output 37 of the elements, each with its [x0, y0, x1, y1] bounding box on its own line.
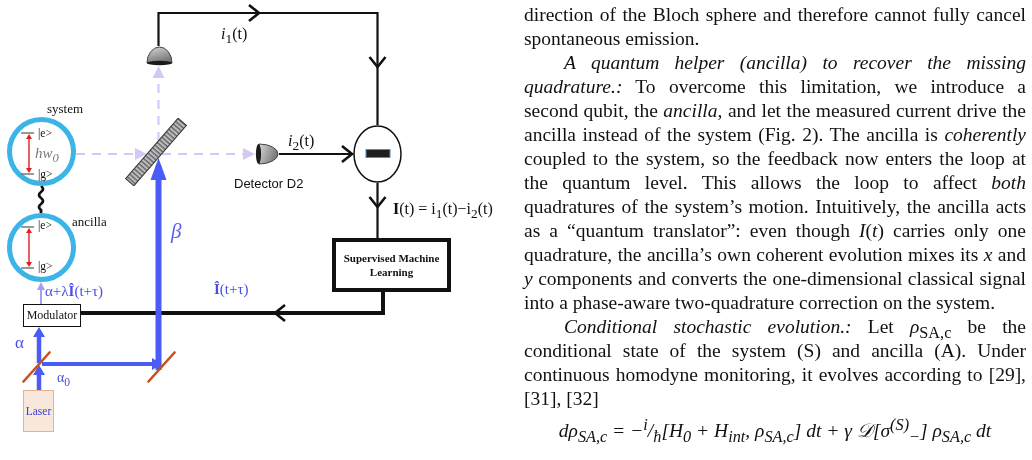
dashed-arrow [162, 148, 255, 160]
state-label: |g> [38, 260, 53, 274]
edge-label: α$_{0}$ [57, 370, 71, 390]
edge-label: I(t) = i$_{1}$(t)−i$_{2}$(t) [393, 199, 493, 223]
beam-arrow [150, 158, 167, 370]
dashed-arrow [76, 148, 147, 160]
node-title: system [47, 101, 84, 117]
detector-icon [255, 143, 279, 165]
energy-label: hw$_{0}$ [35, 144, 59, 166]
edge-label: β [171, 219, 182, 245]
edge-label: α+λÎ(t+τ) [45, 282, 104, 300]
wavy-line [37, 185, 45, 213]
edge-label: i$_{1}$(t) [221, 24, 248, 48]
equation: dρ$_{SA,c}$ = −$^{i}$/$_{ħ}$[H$_{0}$ + H$_{int}$, ρ$_{SA,c}$] dt + γ 𝒟[σ$^{(S)}$$_{−}$] ρ$_{SA,c}$ dt [557, 419, 993, 443]
edge-label: α [15, 333, 24, 354]
state-label: |e> [38, 127, 52, 141]
arrow [279, 145, 355, 163]
beam-arrow [33, 327, 45, 363]
detector-icon [146, 46, 173, 66]
arrow [37, 282, 45, 305]
paragraph: direction of the Bloch sphere and therefore cannot fully cancel spontaneous emission. [524, 3, 1026, 51]
beam-arrow [33, 365, 45, 390]
laser-box: Laser [23, 390, 54, 432]
paragraph: A quantum helper (ancilla) to recover the missing quadrature.: To overcome this limitation, we introduce a second qubit, the ancilla, and let the measured current drive the ancilla instead of the system (Fig. 2). The ancilla is coherently coupled to the system, so the feedback now enters the loop at the quantum level. This allows the loop to affect both quadratures of the system’s motion. Intuitively, the ancilla acts as a “quantum translator”: even though I(t) carries only one quadrature, the ancilla’s own coherent evolution mixes its x and y components and converts the one-dimensional classical signal into a phase-aware two-quadrature correction on the system. [524, 51, 1026, 315]
state-label: |e> [38, 219, 52, 233]
edge-label: Î(t+τ) [214, 280, 249, 298]
mirror-icon [147, 351, 176, 383]
edge-label: i$_{2}$(t) [288, 131, 315, 155]
subtractor-circle [353, 125, 402, 183]
dashed-arrow [152, 66, 165, 141]
process-box: Supervised Machine Learning [332, 238, 451, 292]
paragraph: Conditional stochastic evolution.: Let ρ$_{SA,c}$ be the conditional state of the system (S) and ancilla (A). Under continuous homodyne monitoring, it evolves according to [29], [31], [32] [524, 315, 1026, 411]
modulator-box: Modulator [23, 304, 81, 327]
state-label: |g> [38, 168, 53, 182]
node-title: ancilla [72, 214, 107, 230]
node-caption: Detector D2 [234, 176, 304, 192]
mirror-icon [22, 351, 51, 383]
